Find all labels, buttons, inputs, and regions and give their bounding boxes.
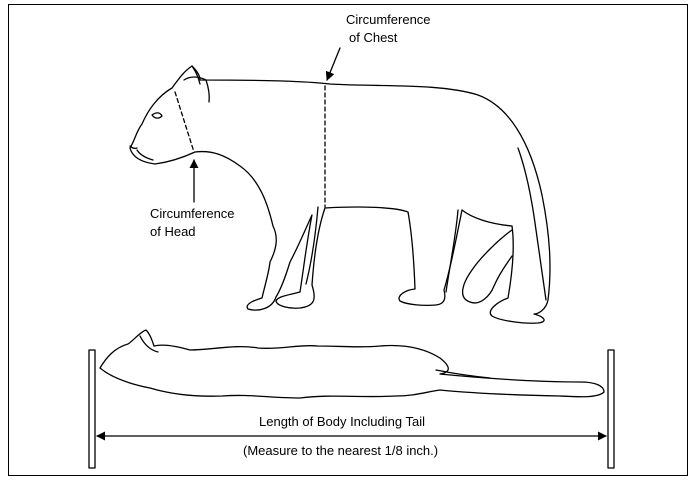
- left-post: [89, 350, 95, 468]
- head-label-line2: of Head: [150, 224, 196, 240]
- chest-label-line1: Circumference: [346, 12, 431, 28]
- length-label: Length of Body Including Tail: [259, 414, 425, 430]
- head-label-line1: Circumference: [150, 206, 235, 222]
- right-post: [608, 350, 614, 468]
- chest-arrow: [327, 48, 340, 80]
- chest-label-line2: of Chest: [349, 30, 397, 46]
- measurement-note: (Measure to the nearest 1/8 inch.): [243, 443, 438, 459]
- lying-cat-illustration: [100, 330, 604, 398]
- standing-cat-illustration: [130, 66, 550, 323]
